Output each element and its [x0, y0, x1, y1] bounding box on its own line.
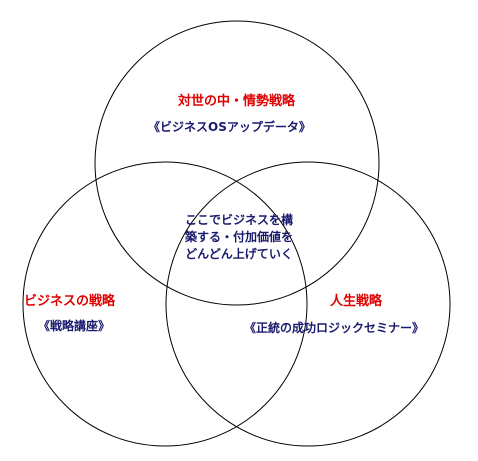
center-line-2: 築する・付加価値を: [184, 230, 293, 244]
left-circle: [22, 161, 308, 447]
right-circle-subtitle: 《正統の成功ロジックセミナー》: [244, 321, 425, 335]
top-circle-subtitle: 《ビジネスOSアップデータ》: [148, 120, 311, 134]
center-line-1: ここでビジネスを構: [184, 213, 293, 227]
left-circle-title: ビジネスの戦略: [24, 294, 116, 309]
center-line-3: どんどん上げていく: [185, 247, 293, 261]
top-circle: [94, 20, 380, 306]
center-overlap-text: ここでビジネスを構 築する・付加価値を どんどん上げていく: [168, 212, 310, 263]
right-circle-title: 人生戦略: [330, 294, 383, 309]
left-circle-subtitle: 《戦略講座》: [38, 319, 111, 333]
top-circle-title: 対世の中・情勢戦略: [178, 94, 296, 109]
right-circle: [165, 161, 451, 447]
